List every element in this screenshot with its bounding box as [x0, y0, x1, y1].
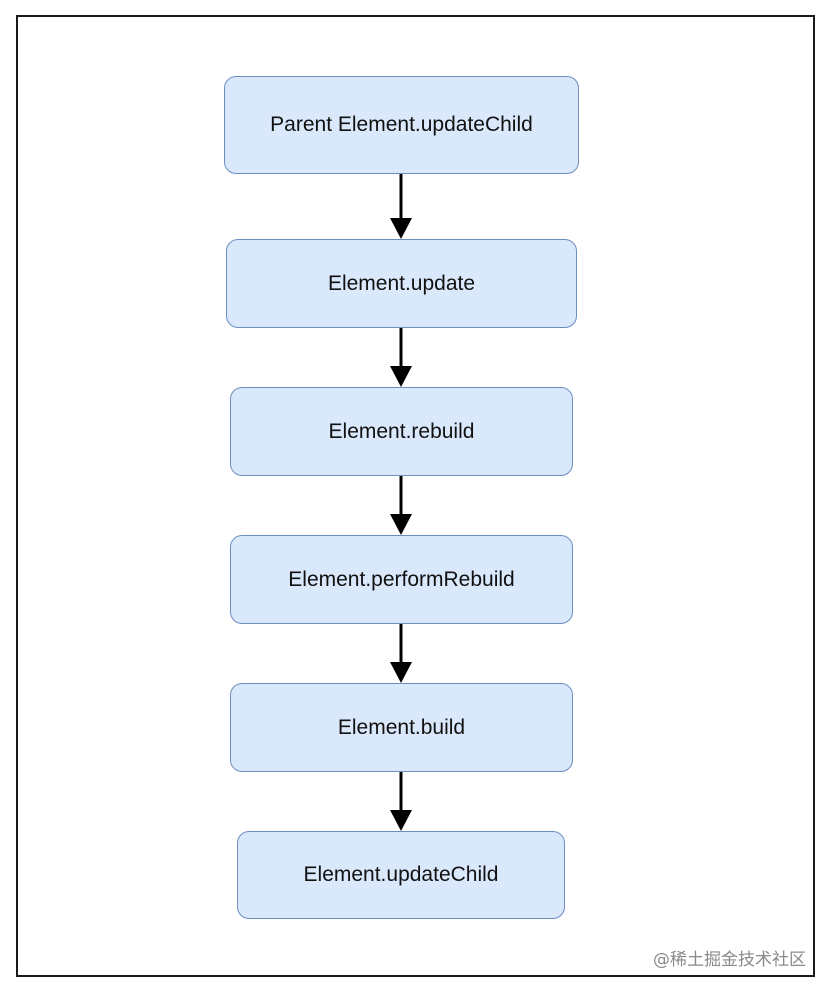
edge-5 — [390, 772, 412, 831]
node-label: Element.build — [337, 715, 466, 739]
node-parent-element-updatechild: Parent Element.updateChild — [224, 76, 579, 174]
node-element-performrebuild: Element.performRebuild — [230, 535, 573, 624]
diagram-frame — [16, 15, 815, 977]
edge-2 — [390, 328, 412, 387]
edge-1 — [390, 174, 412, 239]
node-element-update: Element.update — [226, 239, 577, 328]
node-label: Element.updateChild — [303, 863, 499, 886]
node-label: Parent Element.updateChild — [270, 113, 533, 136]
edge-3 — [390, 476, 412, 535]
edge-4 — [390, 624, 412, 683]
node-element-updatechild: Element.updateChild — [237, 831, 565, 919]
node-label: Element.update — [327, 271, 476, 295]
node-label: Element.rebuild — [328, 419, 475, 443]
node-element-rebuild: Element.rebuild — [230, 387, 573, 476]
node-element-build: Element.build — [230, 683, 573, 772]
node-label: Element.performRebuild — [288, 567, 515, 591]
watermark-text: @稀土掘金技术社区 — [653, 950, 806, 970]
